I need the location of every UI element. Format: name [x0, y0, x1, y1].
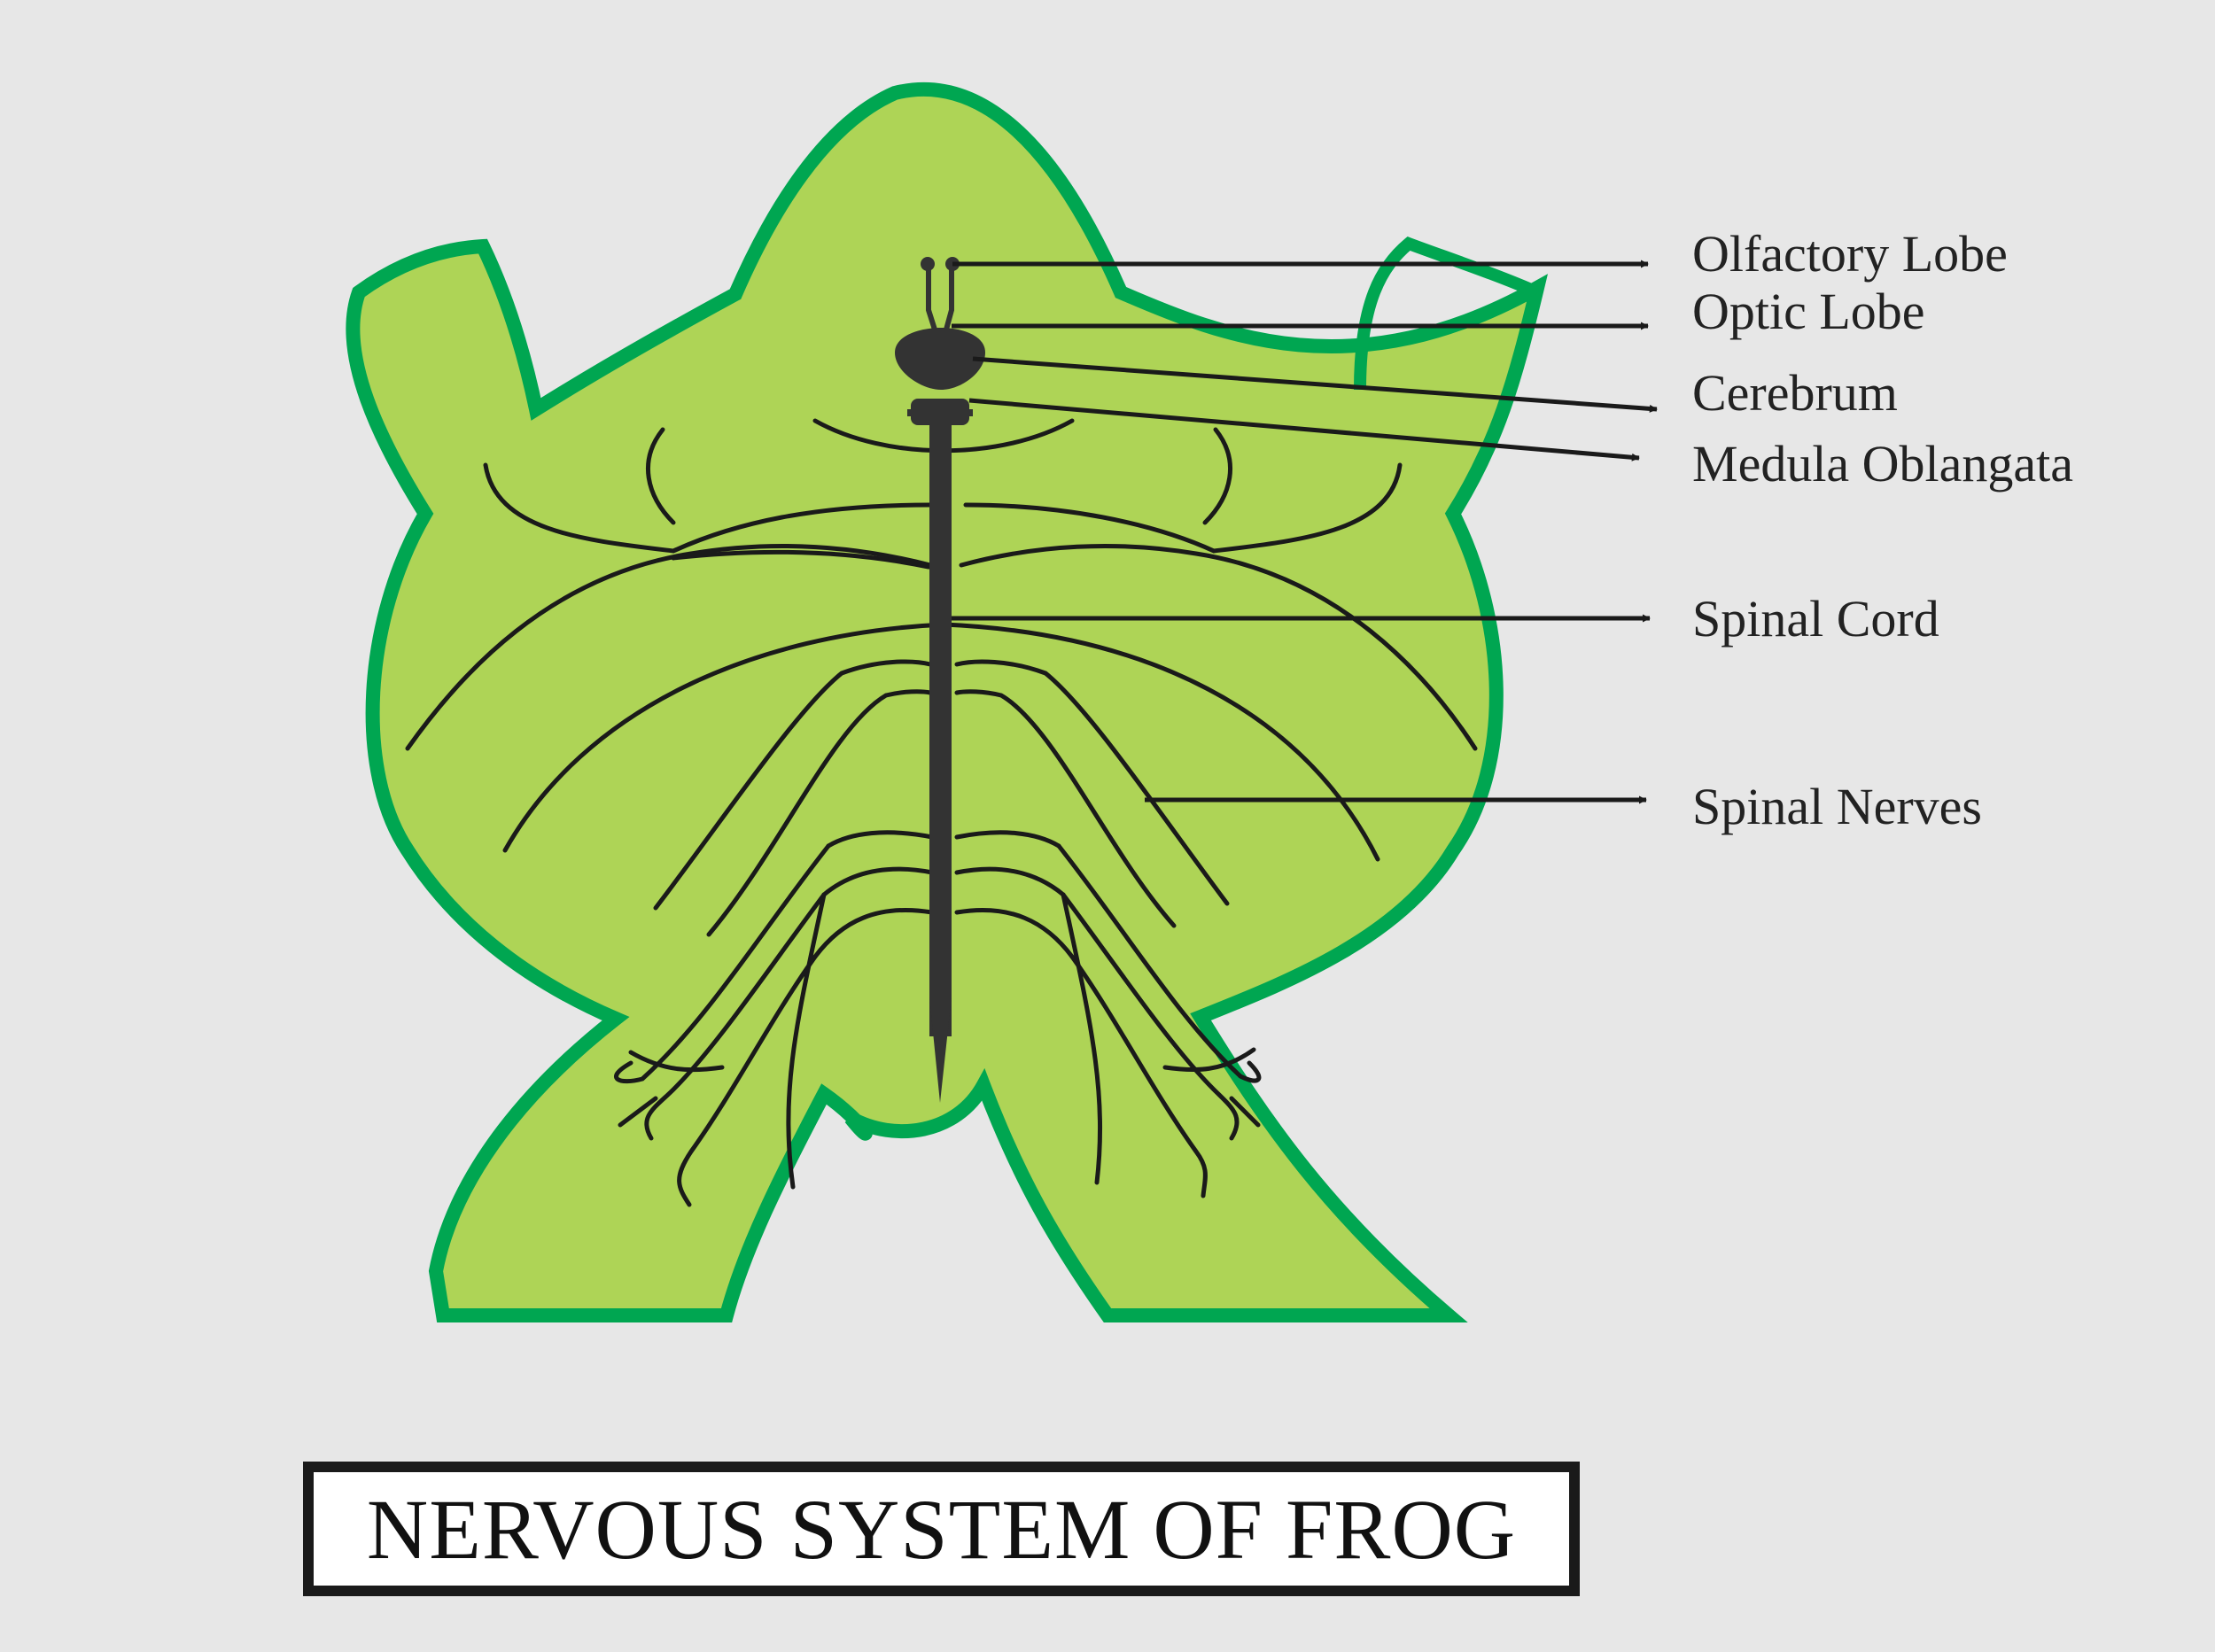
label-spinal-cord: Spinal Cord [1692, 590, 1939, 648]
nerve-leg-left-4 [786, 892, 827, 1190]
nerve-second-right [959, 544, 1478, 751]
spinal-cord-tip [929, 997, 952, 1103]
nerve-lower-right-2 [954, 866, 1066, 897]
nerve-hook-left [645, 427, 676, 525]
nerve-leg-right-3 [1069, 954, 1208, 1198]
page-title: NERVOUS SYSTEM OF FROG [366, 1481, 1517, 1577]
nerve-upper-right [963, 462, 1403, 554]
nerve-hook-right [1202, 427, 1233, 525]
nerve-leg-right-1 [1056, 843, 1262, 1083]
nerve-lower-left-3 [812, 907, 935, 959]
label-cerebrum: Cerebrum [1692, 364, 1898, 422]
nerve-second-left [405, 544, 933, 751]
nerve-lower-left-2 [821, 866, 935, 897]
nerve-leg-left-3 [677, 954, 818, 1207]
nerve-network [405, 418, 1478, 1207]
label-olfactory-lobe: Olfactory Lobe [1692, 225, 2008, 283]
label-spinal-nerves: Spinal Nerves [1692, 778, 1982, 835]
olfactory-lobe-left [921, 257, 935, 271]
label-medula-oblangata: Medula Oblangata [1692, 435, 2073, 492]
arrow-cerebrum [972, 356, 1658, 413]
title-box: NERVOUS SYSTEM OF FROG [303, 1462, 1580, 1596]
olfactory-tracts [926, 266, 954, 330]
nerve-thoracic-left-1 [653, 659, 933, 911]
nerve-thoracic-left-2 [706, 689, 933, 937]
foot-line-left [618, 1096, 658, 1128]
leader-arrows [952, 260, 1658, 804]
nerve-lower-right-1 [954, 830, 1061, 849]
cerebrum [895, 328, 985, 390]
nerve-lower-right-3 [954, 907, 1075, 959]
nerve-leg-right-4 [1061, 892, 1103, 1185]
nerve-thoracic-right-2 [954, 689, 1177, 928]
label-optic-lobe: Optic Lobe [1692, 283, 1925, 340]
arrow-medula-oblangata [968, 398, 1640, 461]
nerve-leg-right-2 [1061, 892, 1240, 1141]
spinal-cord [929, 416, 952, 1036]
nerve-lower-left-1 [826, 830, 935, 849]
nerve-leg-left-1 [614, 843, 831, 1084]
nerve-thoracic-right-1 [954, 659, 1230, 906]
hip-line-right [1162, 1047, 1256, 1073]
medulla-oblongata [907, 399, 973, 425]
nerve-leg-left-2 [644, 892, 827, 1141]
nerve-upper-left [483, 462, 933, 554]
hip-line-left [628, 1050, 725, 1073]
nerve-mid-left [671, 549, 931, 570]
foot-line-right [1229, 1096, 1261, 1128]
